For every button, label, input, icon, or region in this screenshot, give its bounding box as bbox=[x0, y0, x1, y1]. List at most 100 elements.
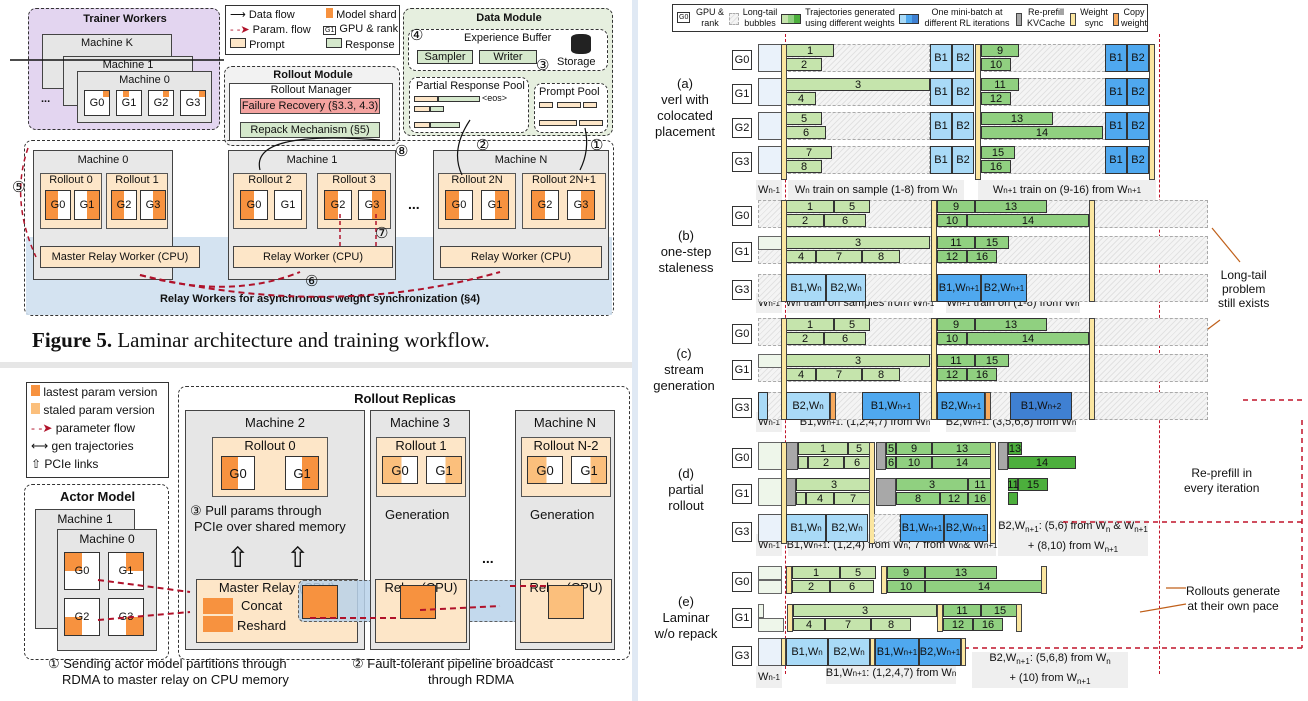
figure-5-caption: Figure 5. Laminar architecture and train… bbox=[32, 328, 490, 352]
trajectory-bar: 8 bbox=[896, 492, 940, 505]
step-4: ④ bbox=[410, 27, 424, 44]
machine-k-label: Machine K bbox=[81, 37, 133, 49]
minibatch-block: B1 bbox=[930, 112, 952, 140]
storage-label: Storage bbox=[557, 56, 596, 68]
weight-sync-bar bbox=[781, 318, 787, 420]
prev-trajectory bbox=[758, 618, 784, 632]
gpu-label: G1 bbox=[732, 484, 752, 504]
trainer-workers-title: Trainer Workers bbox=[83, 13, 167, 25]
copy-weight-bar bbox=[830, 392, 836, 420]
section-separator bbox=[0, 362, 632, 368]
trajectory-bar: 12 bbox=[940, 492, 968, 505]
actor-machine-0: Machine 0 G0 G1 G2 G3 bbox=[57, 529, 157, 651]
gpu-label: G1 bbox=[732, 360, 752, 380]
timeline-arrows bbox=[966, 227, 1303, 649]
rollout-2n1: Rollout 2N+1 G2 G3 bbox=[522, 173, 606, 229]
trajectory-bar: 11 bbox=[968, 478, 992, 491]
prev-iteration-block bbox=[758, 44, 782, 72]
minibatch-block: B1 bbox=[1105, 44, 1127, 72]
trajectory-bar: 14 bbox=[932, 456, 992, 469]
trajectory-bar: 2 bbox=[786, 58, 822, 71]
machine-1-label: Machine 1 bbox=[102, 59, 154, 71]
prev-iteration-block bbox=[758, 112, 782, 140]
weight-sync-figure: lastest param version staled param versi… bbox=[0, 370, 630, 701]
prev-iteration-block bbox=[758, 514, 782, 542]
repack-mechanism-box: Repack Mechanism (§5) bbox=[240, 122, 380, 138]
data-module-title: Data Module bbox=[476, 12, 542, 24]
trajectory-bar: 6 bbox=[886, 456, 896, 469]
pcie-arrow-icon: ⇧ bbox=[286, 542, 310, 573]
legend-param-flow: - -➤ Param. flow bbox=[230, 24, 311, 36]
legend-gpu-rank: G1 GPU & rank bbox=[323, 23, 399, 35]
weight-sync-bar bbox=[931, 200, 937, 302]
trajectory-bar: 9 bbox=[937, 318, 975, 331]
trajectory-bar: 14 bbox=[1008, 456, 1076, 469]
trajectory-bar: 15 bbox=[1018, 478, 1048, 491]
legend-model-shard: Model shard bbox=[326, 8, 397, 21]
trajectory-bar: 10 bbox=[937, 332, 967, 345]
reprefill-block bbox=[786, 478, 796, 506]
weight-sync-bar bbox=[937, 604, 943, 632]
trajectory-bar: 5 bbox=[840, 566, 876, 579]
minibatch-block: B1 bbox=[1105, 112, 1127, 140]
rollout-3: Rollout 3 G2 G3 bbox=[317, 173, 391, 229]
figure-5: Trainer Workers Machine K Machine 1 Mach… bbox=[0, 0, 630, 370]
trajectory-bar: 9 bbox=[887, 566, 925, 579]
prev-iteration-block bbox=[758, 146, 782, 174]
minibatch-block: B1 bbox=[930, 44, 952, 72]
trajectory-bar: 15 bbox=[981, 146, 1015, 159]
gpu-label: G0 bbox=[732, 206, 752, 226]
minibatch-block: B2 bbox=[952, 146, 974, 174]
minibatch-block: B2 bbox=[952, 44, 974, 72]
trajectory-bar: 13 bbox=[981, 112, 1053, 125]
trajectory-bar: 8 bbox=[862, 368, 900, 381]
trajectory-bar: 11 bbox=[1007, 478, 1019, 491]
minibatch-block: B1 bbox=[930, 146, 952, 174]
trajectory-bar: 2 bbox=[808, 456, 844, 469]
gpu-label: G1 bbox=[732, 608, 752, 628]
rollout-module-title: Rollout Module bbox=[273, 69, 353, 81]
weight-sync-bar bbox=[931, 318, 937, 420]
gpu-label: G0 bbox=[732, 50, 752, 70]
trajectory-bar: 12 bbox=[937, 368, 967, 381]
step-1: ① bbox=[590, 137, 604, 154]
trajectory-bar: 14 bbox=[967, 214, 1089, 227]
weight-sync-bar bbox=[1016, 604, 1022, 632]
step-8: ⑧ bbox=[395, 143, 409, 160]
gpu-label: G0 bbox=[732, 324, 752, 344]
rollout-module-panel: Rollout Module Rollout Manager Failure R… bbox=[224, 66, 400, 146]
reprefill-block bbox=[876, 442, 886, 470]
weight-sync-bar bbox=[786, 566, 792, 594]
reprefill-block bbox=[876, 478, 896, 506]
trajectory-bar: 4 bbox=[786, 92, 816, 105]
trajectory-bar: 6 bbox=[844, 456, 870, 469]
experience-buffer: Experience Buffer Sampler Writer Storage bbox=[408, 29, 608, 71]
failure-recovery-box: Failure Recovery (§3.3, 4.3) bbox=[240, 98, 380, 114]
trajectory-bar: 1 bbox=[792, 566, 840, 579]
trajectory-bar: 16 bbox=[967, 368, 997, 381]
trajectory-bar: 16 bbox=[968, 492, 992, 505]
trajectory-bar: 3 bbox=[796, 478, 872, 491]
rollout-replicas-panel: Rollout Replicas bbox=[178, 386, 630, 660]
prev-iteration-block bbox=[758, 638, 782, 666]
trajectory-bar: 13 bbox=[975, 200, 1047, 213]
trajectory-bar: 4 bbox=[806, 492, 834, 505]
trajectory-bar: 13 bbox=[975, 318, 1047, 331]
machine-0-label: Machine 0 bbox=[119, 74, 170, 86]
rollout-manager-label: Rollout Manager bbox=[270, 84, 352, 96]
minibatch-block: B2 bbox=[1127, 44, 1149, 72]
trajectory-bar: 12 bbox=[937, 250, 967, 263]
minibatch-block: B1 bbox=[930, 78, 952, 106]
legend-data-flow: ⟶ Data flow bbox=[230, 9, 295, 21]
trajectory-bar: 5 bbox=[886, 442, 896, 455]
minibatch-block: B1 bbox=[1105, 78, 1127, 106]
trajectory-bar: 13 bbox=[1008, 442, 1022, 455]
